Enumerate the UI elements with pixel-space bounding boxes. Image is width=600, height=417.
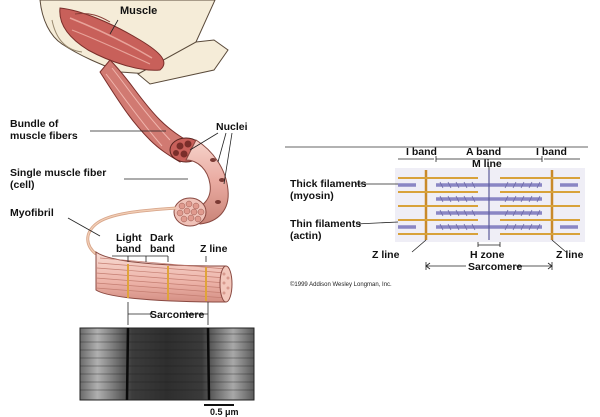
label-dark-band-line2: band	[150, 243, 175, 255]
label-m-line: M line	[472, 158, 502, 170]
label-thin-filaments-line2: (actin)	[290, 230, 322, 242]
single-muscle-fiber	[173, 139, 229, 227]
myofibril-cylinder	[95, 251, 233, 303]
label-z-line-right-right: Z line	[556, 249, 584, 261]
label-single-fiber-line2: (cell)	[10, 179, 35, 191]
left-panel: Muscle Bundle of muscle fibers Nuclei Si…	[10, 0, 255, 417]
label-muscle: Muscle	[120, 5, 157, 17]
label-z-line-right-left: Z line	[372, 249, 400, 261]
label-thin-filaments-line1: Thin filaments	[290, 218, 361, 230]
arm-illustration	[39, 0, 229, 85]
label-sarcomere-left: Sarcomere	[150, 309, 204, 321]
label-bundle-line2: muscle fibers	[10, 130, 78, 142]
label-thick-filaments-line2: (myosin)	[290, 190, 334, 202]
label-dark-band-line1: Dark	[150, 232, 174, 244]
label-i-band-right: I band	[536, 146, 567, 158]
thin-filaments	[398, 177, 580, 235]
right-panel: I band A band I band M line Thick filame…	[285, 146, 588, 288]
label-myofibril: Myofibril	[10, 207, 54, 219]
label-i-band-left: I band	[406, 146, 437, 158]
label-a-band: A band	[466, 146, 501, 158]
label-single-fiber-line1: Single muscle fiber	[10, 167, 106, 179]
label-h-zone: H zone	[470, 249, 505, 261]
label-thick-filaments-line1: Thick filaments	[290, 178, 367, 190]
label-light-band-line1: Light	[116, 232, 142, 244]
label-scale: 0.5 μm	[210, 407, 239, 417]
label-sarcomere-right: Sarcomere	[468, 261, 522, 273]
electron-micrograph	[79, 327, 255, 406]
scale-bar	[204, 404, 234, 406]
label-copyright: ©1999 Addison Wesley Longman, Inc.	[290, 281, 392, 288]
biceps-muscle	[59, 7, 165, 71]
left-leader-lines	[67, 19, 233, 325]
myosin-heads	[439, 181, 541, 231]
label-z-line-left: Z line	[200, 243, 228, 255]
right-leader-lines	[355, 156, 580, 270]
label-light-band-line2: band	[116, 243, 141, 255]
label-bundle-line1: Bundle of	[10, 118, 59, 130]
myofibril-strand	[86, 206, 177, 256]
label-nuclei: Nuclei	[216, 121, 248, 133]
